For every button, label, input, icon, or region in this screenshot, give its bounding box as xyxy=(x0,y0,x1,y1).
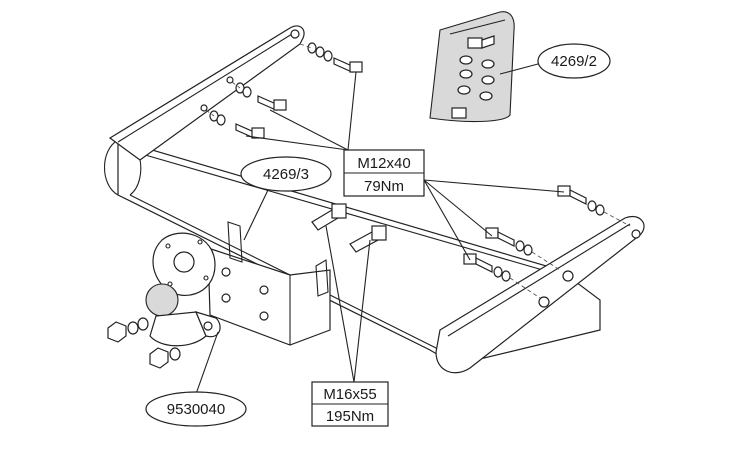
svg-text:9530040: 9530040 xyxy=(167,401,225,418)
tow-bracket xyxy=(207,221,331,346)
label-m12x40-79nm: M12x40 79Nm xyxy=(343,149,425,197)
large-bolts xyxy=(311,203,387,253)
label-9530040: 9530040 xyxy=(145,391,247,427)
upper-left-bolts xyxy=(205,42,363,139)
bolt-small-size: M12x40 xyxy=(357,155,410,172)
bolt-large-torque: 195Nm xyxy=(326,408,374,425)
leader-lines xyxy=(195,63,565,395)
bolt-large-size: M16x55 xyxy=(323,386,376,403)
bolt-small-torque: 79Nm xyxy=(364,178,404,195)
svg-text:4269/2: 4269/2 xyxy=(551,53,597,70)
right-side-arm xyxy=(435,215,645,374)
label-4269-2: 4269/2 xyxy=(537,43,611,79)
tow-ball xyxy=(145,283,221,347)
left-side-arm xyxy=(108,25,305,161)
ball-nuts xyxy=(107,317,181,369)
svg-text:4269/3: 4269/3 xyxy=(263,166,309,183)
label-m16x55-195nm: M16x55 195Nm xyxy=(311,381,389,427)
label-4269-3: 4269/3 xyxy=(240,156,332,192)
inset-bracket-detail xyxy=(429,11,515,123)
